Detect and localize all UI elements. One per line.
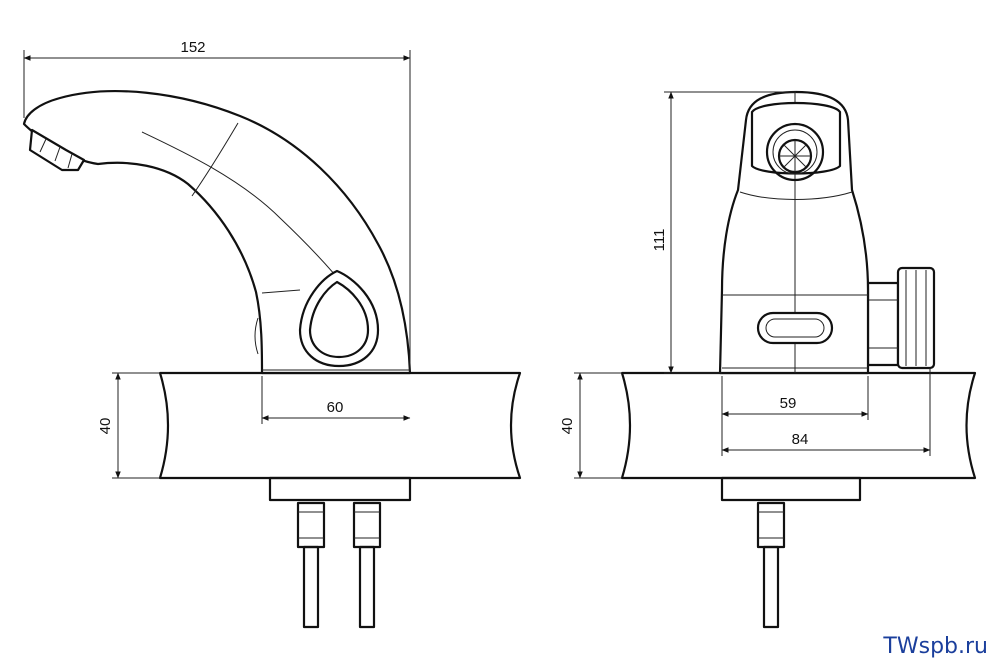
dim-side-base-label: 60 xyxy=(327,399,344,416)
front-aerator xyxy=(765,122,825,182)
dim-front-base: 59 xyxy=(721,376,869,456)
front-view: 111 59 84 40 xyxy=(559,90,977,629)
dim-front-height-label: 111 xyxy=(651,229,668,252)
front-sensor-window xyxy=(756,311,834,345)
front-mount-block xyxy=(720,476,862,502)
side-countertop xyxy=(158,371,522,480)
front-control-box xyxy=(866,266,936,370)
front-countertop xyxy=(620,371,977,480)
watermark: TWspb.ru xyxy=(883,634,988,659)
side-sensor-window xyxy=(298,269,380,368)
dim-side-base: 60 xyxy=(261,376,411,424)
side-mount-block xyxy=(268,476,412,502)
side-hose-left xyxy=(296,501,326,629)
dim-front-total: 84 xyxy=(721,368,931,456)
dim-front-height: 111 xyxy=(651,91,796,374)
dim-front-counter: 40 xyxy=(559,372,622,479)
dim-side-counter-label: 40 xyxy=(97,418,114,435)
front-spout-opening xyxy=(750,101,842,175)
side-view: 152 60 40 xyxy=(22,39,522,629)
side-hose-right xyxy=(352,501,382,629)
dim-side-width-label: 152 xyxy=(180,39,205,56)
dim-side-counter: 40 xyxy=(97,372,160,479)
dim-side-width: 152 xyxy=(23,39,411,372)
dim-front-base-label: 59 xyxy=(780,395,797,412)
front-hose xyxy=(756,501,786,629)
dim-front-total-label: 84 xyxy=(792,431,809,448)
dim-front-counter-label: 40 xyxy=(559,418,576,435)
